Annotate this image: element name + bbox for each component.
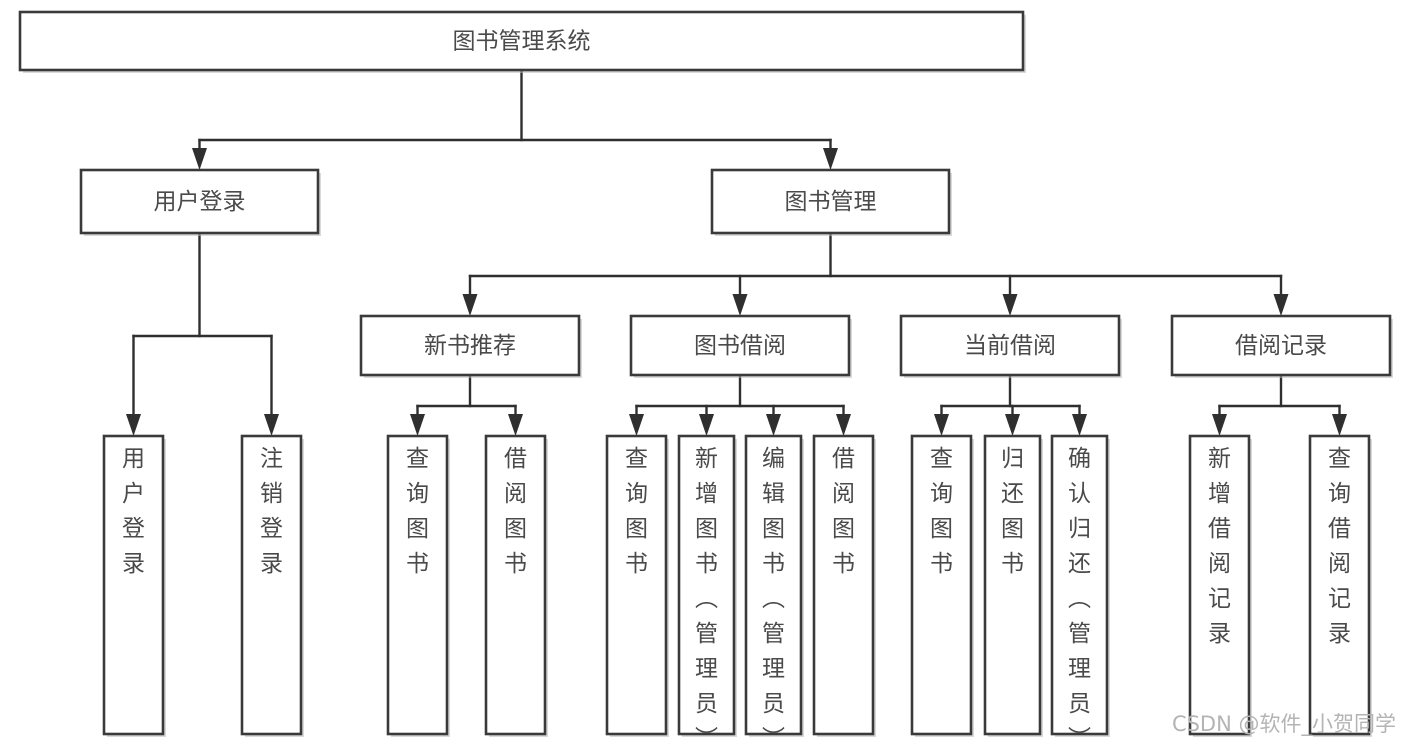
edge-arrowhead: [823, 148, 838, 170]
node-rect[interactable]: [899, 314, 1121, 377]
node-c_query[interactable]: 查询图书: [910, 434, 974, 737]
edge-arrowhead: [410, 414, 425, 436]
node-label: 当前借阅: [964, 333, 1056, 359]
node-rect[interactable]: [605, 434, 668, 736]
edges-layer: [126, 68, 1347, 436]
edge-arrowhead: [934, 414, 949, 436]
nodes-layer: 图书管理系统用户登录图书管理新书推荐图书借阅当前借阅借阅记录用户登录注销登录查询…: [18, 10, 1393, 747]
node-h_add[interactable]: 新增借阅记录: [1188, 434, 1252, 737]
node-label: 图书管理: [785, 189, 877, 215]
node-label: 查询图书: [406, 446, 429, 577]
node-label: 借阅图书: [504, 446, 527, 577]
node-label: 用户登录: [122, 446, 145, 577]
edge-arrowhead: [836, 414, 851, 436]
node-rect[interactable]: [1050, 434, 1109, 736]
node-h_query[interactable]: 查询借阅记录: [1308, 434, 1372, 737]
node-current[interactable]: 当前借阅: [899, 314, 1122, 378]
edge-arrowhead: [264, 414, 279, 436]
node-rect[interactable]: [18, 10, 1025, 72]
node-n_query[interactable]: 查询图书: [386, 434, 450, 737]
node-newrec[interactable]: 新书推荐: [359, 314, 582, 378]
node-label: 查询图书: [930, 446, 953, 577]
node-rect[interactable]: [240, 434, 303, 736]
node-label: 编辑图书︵管理员︶: [762, 446, 785, 747]
edge-arrowhead: [126, 414, 141, 436]
edge-group-login: [126, 231, 279, 436]
node-l_login[interactable]: 用户登录: [102, 434, 166, 737]
edge-arrowhead: [629, 414, 644, 436]
node-label: 注销登录: [260, 446, 283, 577]
node-b_lend[interactable]: 借阅图书: [812, 434, 876, 737]
edge-arrowhead: [1273, 294, 1289, 316]
node-rect[interactable]: [79, 168, 320, 235]
edge-arrowhead: [1212, 414, 1227, 436]
node-rect[interactable]: [359, 314, 581, 377]
edge-group-history: [1212, 373, 1347, 436]
edge-arrowhead: [699, 414, 714, 436]
edge-arrowhead: [1072, 414, 1087, 436]
node-rect[interactable]: [677, 434, 736, 736]
edge-arrowhead: [732, 294, 748, 316]
node-label: 归还图书: [1001, 446, 1024, 577]
node-l_logout[interactable]: 注销登录: [240, 434, 304, 737]
edge-group-bookmgmt: [462, 231, 1289, 316]
node-rect[interactable]: [484, 434, 547, 736]
node-rect[interactable]: [983, 434, 1042, 736]
node-label: 新书推荐: [424, 333, 516, 359]
edge-arrowhead: [766, 414, 781, 436]
node-rect[interactable]: [1308, 434, 1371, 736]
edge-arrowhead: [508, 414, 523, 436]
node-rect[interactable]: [386, 434, 449, 736]
edge-group-borrow: [629, 373, 851, 436]
node-label: 借阅图书: [832, 446, 855, 577]
node-b_add[interactable]: 新增图书︵管理员︶: [677, 434, 737, 747]
node-rect[interactable]: [102, 434, 165, 736]
edge-arrowhead: [462, 294, 478, 316]
csdn-watermark: CSDN @软件_小贺同学: [1172, 712, 1396, 737]
node-label: 图书借阅: [694, 333, 786, 359]
node-rect[interactable]: [910, 434, 973, 736]
edge-arrowhead: [1332, 414, 1347, 436]
edge-arrowhead: [192, 148, 207, 170]
node-label: 确认归还︵管理员︶: [1068, 446, 1091, 747]
node-n_borrow[interactable]: 借阅图书: [484, 434, 548, 737]
node-rect[interactable]: [744, 434, 803, 736]
edge-arrowhead: [1005, 414, 1020, 436]
node-label: 用户登录: [154, 189, 246, 215]
node-rect[interactable]: [629, 314, 851, 377]
edge-group-newrec: [410, 373, 523, 436]
node-history[interactable]: 借阅记录: [1170, 314, 1393, 378]
node-root[interactable]: 图书管理系统: [18, 10, 1026, 73]
node-rect[interactable]: [812, 434, 875, 736]
node-c_confirm[interactable]: 确认归还︵管理员︶: [1050, 434, 1110, 747]
edge-arrowhead: [1002, 294, 1018, 316]
edge-group-current: [934, 373, 1087, 436]
node-rect[interactable]: [710, 168, 951, 235]
node-bookmgmt[interactable]: 图书管理: [710, 168, 952, 236]
node-c_return[interactable]: 归还图书: [983, 434, 1043, 737]
node-borrow[interactable]: 图书借阅: [629, 314, 852, 378]
node-rect[interactable]: [1170, 314, 1392, 377]
node-b_query[interactable]: 查询图书: [605, 434, 669, 737]
node-label: 新增图书︵管理员︶: [695, 446, 718, 747]
edge-group-root: [192, 68, 838, 170]
node-login[interactable]: 用户登录: [79, 168, 321, 236]
node-label: 查询借阅记录: [1328, 446, 1351, 647]
node-label: 查询图书: [625, 446, 648, 577]
node-label: 借阅记录: [1235, 333, 1327, 359]
node-label: 图书管理系统: [453, 29, 591, 55]
node-b_edit[interactable]: 编辑图书︵管理员︶: [744, 434, 804, 747]
node-label: 新增借阅记录: [1208, 446, 1231, 647]
node-rect[interactable]: [1188, 434, 1251, 736]
